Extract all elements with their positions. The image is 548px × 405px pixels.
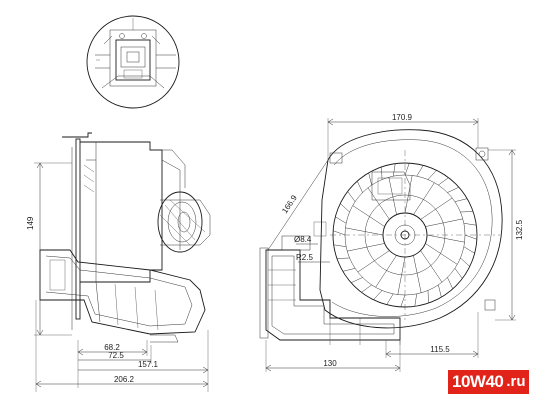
wheel-blade (438, 177, 449, 186)
wheel-spoke (352, 205, 385, 227)
dim-170: 170.9 (392, 113, 413, 122)
wheel-spoke (404, 175, 413, 214)
wheel-blade (393, 163, 396, 177)
dim-157: 157.1 (138, 360, 159, 369)
logo-tld: .ru (505, 370, 529, 394)
dim-72: 72.5 (108, 351, 124, 360)
wheel-blade (463, 223, 477, 226)
front-view-blower (259, 129, 503, 345)
dim-115: 115.5 (430, 345, 450, 354)
wheel-blade (463, 246, 475, 254)
front-view-dimensions: 170.9 166.9 132.5 Ø8.4 R2.5 130 115.5 (265, 113, 524, 372)
wheel-spoke (425, 243, 458, 265)
wheel-blade (347, 191, 356, 202)
wheel-blade (414, 293, 417, 307)
wheel-blade (438, 284, 442, 298)
wheel-blade (333, 244, 347, 247)
dim-130: 130 (323, 359, 337, 368)
dim-206: 206.2 (114, 375, 135, 384)
logo-brand: 10W40 (448, 370, 506, 394)
wheel-blade (447, 187, 459, 193)
wheel-blade (427, 170, 437, 180)
wheel-spoke (413, 255, 422, 293)
wheel-blade (381, 166, 383, 180)
wheel-blade (386, 293, 394, 305)
wheel-blade (464, 234, 477, 240)
site-logo[interactable]: 10W40 .ru (448, 370, 529, 394)
wheel-blade (361, 284, 372, 293)
dim-left-height: 149 (26, 216, 35, 230)
wheel-blade (404, 163, 410, 176)
wheel-blade (460, 257, 470, 267)
dim-132: 132.5 (515, 219, 524, 240)
wheel-blade (454, 198, 468, 202)
wheel-spoke (357, 250, 390, 273)
dim-dia: Ø8.4 (294, 235, 312, 244)
wheel-blade (416, 165, 424, 177)
wheel-spoke (347, 243, 385, 252)
wheel-blade (447, 277, 453, 289)
wheel-blade (460, 211, 474, 213)
dim-166: 166.9 (280, 193, 299, 215)
wheel-blade (342, 268, 356, 272)
wheel-spoke (397, 256, 406, 295)
wheel-blade (454, 268, 463, 279)
wheel-blade (333, 230, 346, 236)
dim-radius: R2.5 (296, 253, 313, 262)
wheel-blade (427, 290, 429, 304)
wheel-spoke (426, 234, 465, 243)
side-view-blower (34, 132, 211, 343)
wheel-blade (368, 172, 372, 186)
wheel-blade (400, 294, 406, 307)
wheel-spoke (388, 177, 397, 215)
wheel-spoke (420, 250, 443, 283)
wheel-blade (357, 181, 363, 193)
wheel-spoke (345, 227, 384, 236)
wheel-spoke (367, 187, 390, 220)
dim-68: 68.2 (104, 343, 120, 352)
wheel-blade (373, 290, 383, 300)
wheel-spoke (425, 218, 463, 227)
wheel-blade (351, 277, 363, 283)
wheel-spoke (420, 197, 453, 220)
detail-view-connector (86, 15, 180, 109)
wheel-blade (340, 203, 350, 213)
wheel-blade (335, 216, 347, 224)
wheel-spoke (413, 182, 435, 215)
wheel-spoke (375, 255, 397, 288)
wheel-blade (336, 257, 350, 259)
side-view-dimensions: 149 68.2 72.5 157.1 206.2 (26, 162, 209, 392)
